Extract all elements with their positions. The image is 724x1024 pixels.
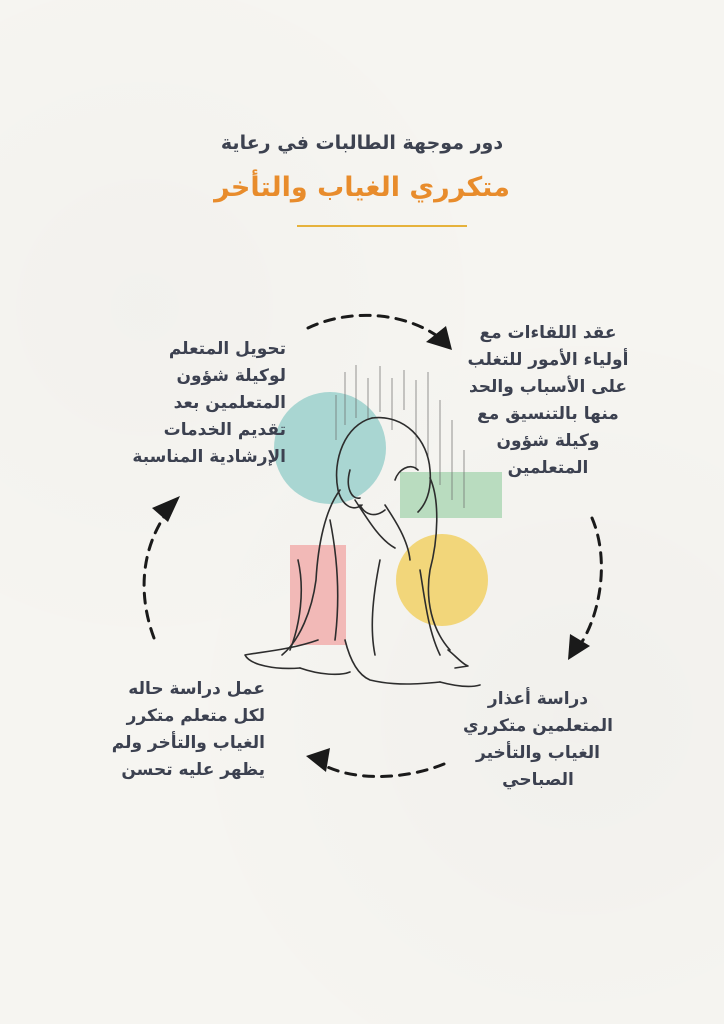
arrow-right-path xyxy=(578,516,603,647)
teal-circle xyxy=(274,392,386,504)
arrow-head-left xyxy=(152,496,180,522)
step-meetings-text: عقد اللقاءات مع أولياء الأمور للتغلب على… xyxy=(467,323,629,478)
arrow-head-top xyxy=(426,326,452,350)
arrow-left-path xyxy=(142,506,172,640)
arrow-bottom-path xyxy=(316,760,446,778)
crying-girl-icon xyxy=(244,416,481,688)
page-title-line2: متكرري الغياب والتأخر xyxy=(214,172,510,203)
title-underline xyxy=(297,225,467,227)
yellow-circle xyxy=(396,534,488,626)
arrow-heads-icon xyxy=(152,326,590,772)
step-study-excuses-text: دراسة أعذار المتعلمين متكرري الغياب والت… xyxy=(463,689,613,790)
rain-lines-icon xyxy=(335,365,465,508)
page-title-line1: دور موجهة الطالبات في رعاية xyxy=(220,132,504,154)
step-case-study-text: عمل دراسة حاله لكل متعلم متكرر الغياب وا… xyxy=(111,679,265,780)
arrow-head-bottom xyxy=(306,748,330,772)
arrow-head-right xyxy=(568,634,590,660)
green-rectangle xyxy=(400,472,502,518)
step-referral-text: تحويل المتعلم لوكيلة شؤون المتعلمين بعد … xyxy=(132,339,286,467)
cycle-arrows-icon xyxy=(142,313,603,778)
arrow-top-path xyxy=(306,313,442,340)
